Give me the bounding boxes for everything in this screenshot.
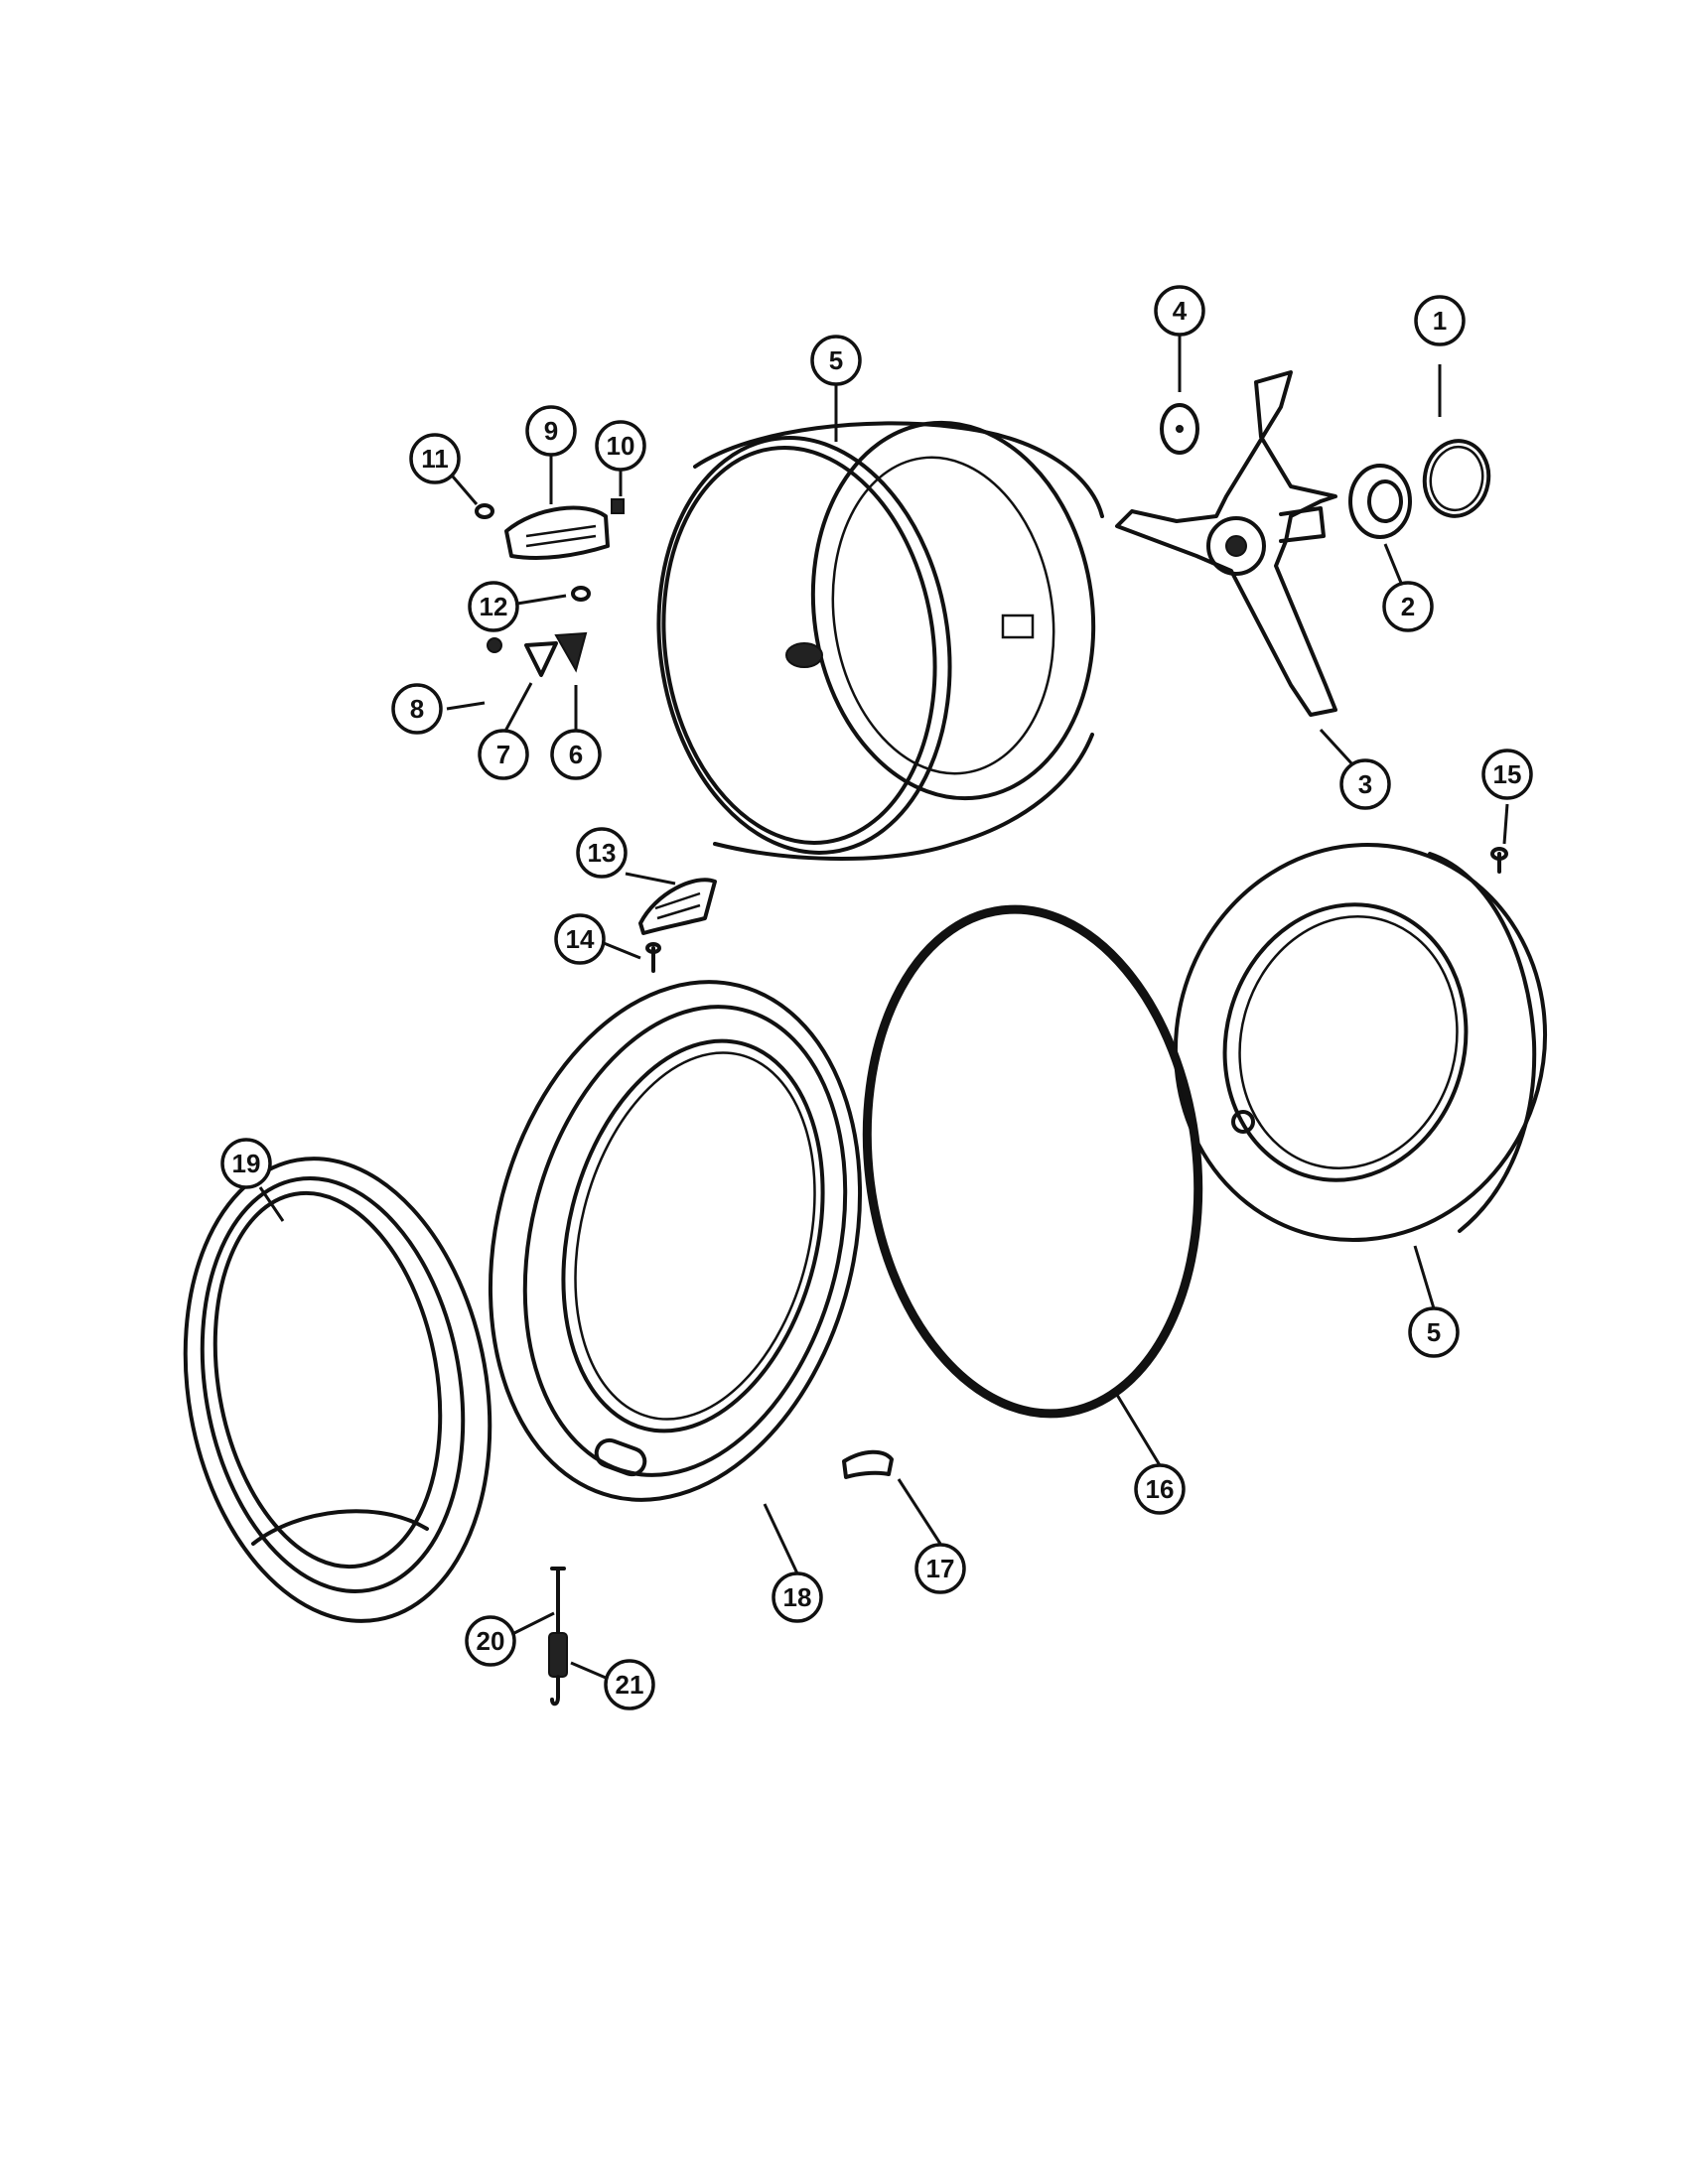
callout-label-8: 8 (410, 694, 424, 724)
spring-part (548, 1632, 568, 1706)
screw-part-15 (1490, 847, 1508, 874)
door-gasket-part (183, 1157, 492, 1623)
callout-label-11: 11 (421, 444, 449, 474)
callout-label-20: 20 (477, 1626, 505, 1656)
front-tub-ring-part (1173, 842, 1548, 1243)
callout-14: 14 (554, 913, 606, 965)
disc-part (1160, 403, 1199, 455)
drum-cylinder-part (656, 420, 1104, 861)
bearing-part (1348, 464, 1412, 539)
small-screw-part-12 (571, 586, 591, 602)
baffle-part-13 (638, 878, 717, 935)
callout-label-21: 21 (616, 1670, 644, 1700)
callout-11: 11 (409, 433, 461, 484)
callout-label-17: 17 (926, 1554, 955, 1583)
leader-arrows (258, 336, 1509, 1680)
triangular-clip-part-7 (524, 641, 558, 677)
ring-seal-part (1422, 439, 1491, 518)
callout-21: 21 (604, 1659, 655, 1710)
rod-part (550, 1567, 566, 1635)
callout-13: 13 (576, 827, 628, 879)
callout-12: 12 (468, 581, 519, 632)
callout-19: 19 (220, 1138, 272, 1189)
callout-label-16: 16 (1146, 1474, 1175, 1504)
callout-10: 10 (595, 420, 646, 472)
callout-label-6: 6 (569, 740, 583, 769)
callout-label-9: 9 (544, 416, 558, 446)
callout-18: 18 (772, 1571, 823, 1623)
triangular-clip-part-6 (554, 631, 588, 673)
small-nut-part-8 (487, 637, 502, 653)
baffle-part (504, 505, 610, 560)
callout-label-12: 12 (480, 592, 508, 621)
callout-8: 8 (391, 683, 443, 735)
callout-label-10: 10 (607, 431, 635, 461)
callout-5-front-ring: 5 (1408, 1306, 1460, 1358)
small-nut-part-11 (475, 503, 494, 519)
callout-label-13: 13 (588, 838, 617, 868)
callout-6: 6 (550, 729, 602, 780)
callout-7: 7 (478, 729, 529, 780)
callout-label-4: 4 (1173, 296, 1188, 326)
small-clip-part-10 (611, 498, 625, 514)
callout-9: 9 (525, 405, 577, 457)
callout-label-19: 19 (232, 1149, 261, 1178)
callout-label-1: 1 (1433, 306, 1447, 336)
callout-label-5-front-ring: 5 (1427, 1317, 1441, 1347)
callout-20: 20 (465, 1615, 516, 1667)
callout-label-14: 14 (566, 924, 595, 954)
callout-5-drum: 5 (810, 335, 862, 386)
callout-2: 2 (1382, 581, 1434, 632)
screw-part-14 (645, 942, 661, 973)
o-ring-seal-part (862, 904, 1203, 1419)
callout-4: 4 (1154, 285, 1205, 337)
callout-17: 17 (914, 1543, 966, 1594)
front-panel-ring-part (488, 980, 863, 1502)
bracket-part (842, 1449, 894, 1479)
callout-label-2: 2 (1401, 592, 1415, 621)
callout-label-7: 7 (496, 740, 510, 769)
callout-1: 1 (1414, 295, 1466, 346)
spider-shaft-part (1115, 370, 1337, 717)
callout-15: 15 (1481, 749, 1533, 800)
callout-label-15: 15 (1493, 759, 1522, 789)
callout-16: 16 (1134, 1463, 1186, 1515)
callout-3: 3 (1339, 758, 1391, 810)
callout-label-18: 18 (783, 1582, 812, 1612)
callout-label-3: 3 (1358, 769, 1372, 799)
callout-label-5-drum: 5 (829, 345, 843, 375)
